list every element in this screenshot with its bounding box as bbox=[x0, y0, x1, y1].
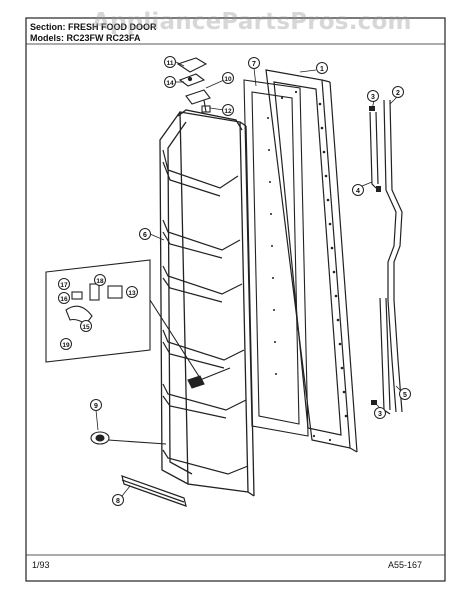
callout-6: 6 bbox=[139, 228, 151, 240]
callout-10-label: 10 bbox=[224, 76, 232, 83]
callout-7: 7 bbox=[248, 57, 260, 69]
callout-1: 1 bbox=[316, 62, 328, 74]
door-liner bbox=[159, 109, 255, 497]
gasket-dots bbox=[267, 117, 277, 375]
outer-door-panel bbox=[265, 69, 358, 453]
callout-3-bottom-label: 3 bbox=[378, 411, 382, 418]
callout-5: 5 bbox=[399, 388, 411, 400]
callout-15-label: 15 bbox=[82, 324, 90, 331]
callout-17-label: 17 bbox=[60, 282, 68, 289]
callout-7-label: 7 bbox=[252, 61, 256, 68]
callout-9: 9 bbox=[90, 399, 102, 411]
callout-8: 8 bbox=[112, 494, 124, 506]
callout-17: 17 bbox=[58, 278, 70, 290]
handle-trim bbox=[369, 99, 403, 415]
callout-11-label: 11 bbox=[167, 60, 174, 67]
callout-1-label: 1 bbox=[320, 66, 324, 73]
callout-16: 16 bbox=[58, 292, 70, 304]
callout-12-label: 12 bbox=[224, 108, 232, 115]
footer-figure-code: A55-167 bbox=[388, 560, 423, 570]
callout-15: 15 bbox=[80, 320, 92, 332]
callout-4: 4 bbox=[352, 184, 364, 196]
callout-14: 14 bbox=[164, 76, 176, 88]
screw-assembly bbox=[90, 367, 231, 445]
model-label: Models: RC23FW RC23FA bbox=[30, 33, 141, 43]
bottom-trim-strip bbox=[121, 475, 187, 507]
door-shelves bbox=[162, 149, 249, 475]
callout-9-label: 9 bbox=[94, 403, 98, 410]
callout-4-label: 4 bbox=[356, 188, 360, 195]
callout-12: 12 bbox=[222, 104, 234, 116]
callout-2-label: 2 bbox=[396, 90, 400, 97]
callout-14-label: 14 bbox=[166, 80, 174, 87]
section-label: Section: FRESH FOOD DOOR bbox=[30, 22, 157, 32]
outer-door-panel-holes bbox=[280, 90, 348, 442]
callout-11: 11 bbox=[164, 56, 176, 68]
hinge-parts bbox=[176, 57, 211, 113]
callout-2: 2 bbox=[392, 86, 404, 98]
callout-13-label: 13 bbox=[128, 290, 136, 297]
door-gasket bbox=[243, 79, 309, 437]
sheet-border bbox=[25, 17, 446, 582]
footer-date: 1/93 bbox=[32, 560, 50, 570]
callout-10: 10 bbox=[222, 72, 234, 84]
callout-19: 19 bbox=[60, 338, 72, 350]
callout-18: 18 bbox=[94, 274, 106, 286]
callout-3-top-label: 3 bbox=[371, 94, 375, 101]
callout-16-label: 16 bbox=[60, 296, 68, 303]
callout-19-label: 19 bbox=[62, 342, 70, 349]
callout-3-top: 3 bbox=[367, 90, 379, 102]
callout-5-label: 5 bbox=[403, 392, 407, 399]
callout-6-label: 6 bbox=[143, 232, 147, 239]
callout-3-bottom: 3 bbox=[374, 407, 386, 419]
retainer-inset bbox=[45, 259, 201, 379]
callout-13: 13 bbox=[126, 286, 138, 298]
callout-18-label: 18 bbox=[96, 278, 104, 285]
callout-8-label: 8 bbox=[116, 498, 120, 505]
